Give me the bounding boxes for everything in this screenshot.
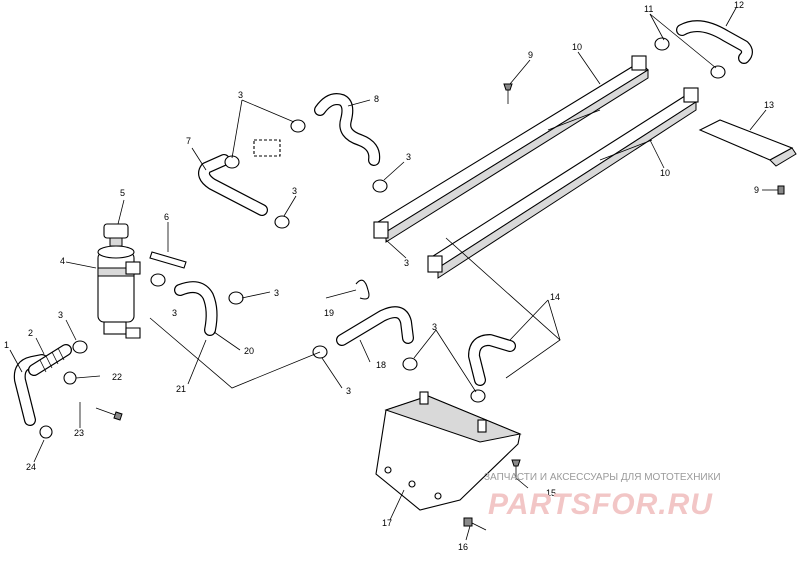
callout-13: 13	[764, 100, 774, 110]
callout-7: 7	[186, 136, 191, 146]
callout-9-a: 9	[528, 50, 533, 60]
callout-4: 4	[60, 256, 65, 266]
bracket-13	[698, 119, 797, 167]
leader-lines	[9, 7, 767, 541]
callout-10-a: 10	[572, 42, 582, 52]
callout-3-f: 3	[274, 288, 279, 298]
callout-3-c: 3	[292, 186, 297, 196]
callout-12: 12	[734, 0, 744, 10]
hose-18	[336, 306, 414, 346]
heat-exchanger-upper	[373, 55, 649, 243]
callout-24: 24	[26, 462, 36, 472]
callout-1: 1	[4, 340, 9, 350]
callout-23: 23	[74, 428, 84, 438]
callout-3-h: 3	[432, 322, 437, 332]
hose-2-corrugated	[28, 344, 72, 376]
callout-16: 16	[458, 542, 468, 552]
callout-3-i: 3	[404, 258, 409, 268]
callout-17: 17	[382, 518, 392, 528]
heat-exchanger-lower	[427, 87, 699, 279]
callout-11: 11	[644, 4, 653, 14]
callout-9-b: 9	[754, 185, 759, 195]
hose-1	[13, 354, 48, 426]
callout-15: 15	[546, 488, 556, 498]
callout-20: 20	[244, 346, 254, 356]
callout-10-b: 10	[660, 168, 670, 178]
hose-14	[468, 334, 516, 386]
hose-clamps	[39, 37, 726, 439]
cooler-tunnel	[375, 391, 522, 511]
callout-19: 19	[324, 308, 334, 318]
callout-18: 18	[376, 360, 386, 370]
callout-8: 8	[374, 94, 379, 104]
hose-21	[174, 281, 218, 336]
callout-22: 22	[112, 372, 122, 382]
callout-6: 6	[164, 212, 169, 222]
callout-21: 21	[176, 384, 186, 394]
callout-5: 5	[120, 188, 125, 198]
callout-3-g: 3	[346, 386, 351, 396]
callout-3-d: 3	[406, 152, 411, 162]
callout-3-e: 3	[172, 308, 177, 318]
hose-12	[676, 20, 753, 64]
coolant-bottle	[97, 245, 141, 339]
callout-3-a: 3	[58, 310, 63, 320]
watermark-tagline: ЗАПЧАСТИ И АКСЕССУАРЫ ДЛЯ МОТОТЕХНИКИ	[484, 472, 721, 483]
callout-2: 2	[28, 328, 33, 338]
watermark-logo: PARTSFOR.RU	[488, 488, 713, 521]
callout-14: 14	[550, 292, 560, 302]
sensor-part-6	[149, 251, 187, 269]
bottle-cap	[103, 223, 129, 247]
watermark: ЗАПЧАСТИ И АКСЕССУАРЫ ДЛЯ МОТОТЕХНИКИ PA…	[484, 472, 721, 521]
callout-labels: 1 2 3 3 3 3 3 3 3 3 3 4 5 6 7 8 9 9 10 1…	[4, 0, 774, 552]
connector-block	[253, 139, 281, 157]
hose-8	[314, 93, 381, 166]
bolts	[95, 83, 785, 531]
callout-3-b: 3	[238, 90, 243, 100]
hose-7	[198, 154, 268, 216]
